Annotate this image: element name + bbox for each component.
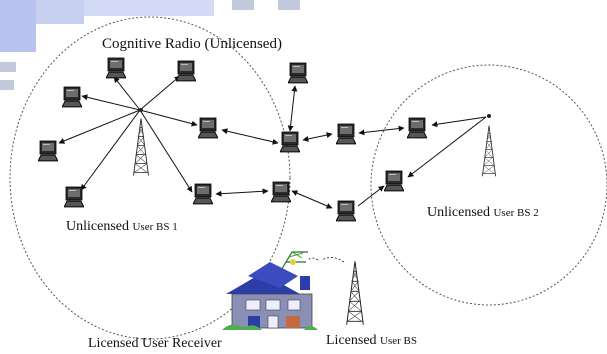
bs1-label-sub: User BS 1 bbox=[132, 221, 178, 233]
bs2-label-main: Unlicensed bbox=[427, 205, 494, 220]
tower-icon bbox=[132, 117, 150, 177]
licensed-bs-label-main: Licensed bbox=[326, 333, 381, 348]
bs2-links bbox=[407, 116, 487, 178]
laptop-icon bbox=[407, 117, 427, 139]
laptop-icon bbox=[176, 60, 196, 82]
bs2-label-sub: User BS 2 bbox=[493, 207, 539, 219]
licensed-receiver-label: Licensed User Receiver bbox=[88, 336, 222, 351]
tower-icon bbox=[346, 260, 364, 326]
bs2-label: Unlicensed User BS 2 bbox=[427, 204, 539, 220]
laptop-icon bbox=[64, 186, 84, 208]
licensed-bs-tower bbox=[307, 257, 364, 326]
laptop-icon bbox=[38, 140, 58, 162]
decor-blocks bbox=[0, 0, 300, 90]
bs1-links bbox=[58, 75, 198, 193]
unlicensed-bs2-tower bbox=[481, 114, 497, 177]
cell-ellipse-bs2 bbox=[370, 64, 607, 306]
bs1-label: Unlicensed User BS 1 bbox=[66, 218, 178, 234]
laptop-icon bbox=[288, 62, 308, 84]
laptop-icon bbox=[271, 181, 291, 203]
laptop-icon bbox=[193, 183, 213, 205]
tower-icon bbox=[481, 125, 497, 177]
laptop-icon bbox=[198, 117, 218, 139]
laptop-icon bbox=[62, 86, 82, 108]
licensed-bs-label-sub: User BS bbox=[380, 335, 418, 347]
bs1-label-main: Unlicensed bbox=[66, 219, 133, 234]
laptop-icon bbox=[336, 200, 356, 222]
laptop-icon bbox=[280, 131, 300, 153]
cell-ellipse-bs1 bbox=[9, 16, 291, 340]
diagram-title: Cognitive Radio (Unlicensed) bbox=[102, 36, 282, 52]
licensed-receiver-house bbox=[222, 251, 318, 330]
laptop-icon bbox=[384, 170, 404, 192]
unlicensed-bs1-tower bbox=[132, 108, 150, 177]
laptop-icon bbox=[336, 123, 356, 145]
licensed-bs-label: Licensed User BS bbox=[326, 332, 417, 348]
laptops bbox=[38, 57, 427, 222]
laptop-icon bbox=[106, 57, 126, 79]
relay-links bbox=[215, 85, 405, 209]
